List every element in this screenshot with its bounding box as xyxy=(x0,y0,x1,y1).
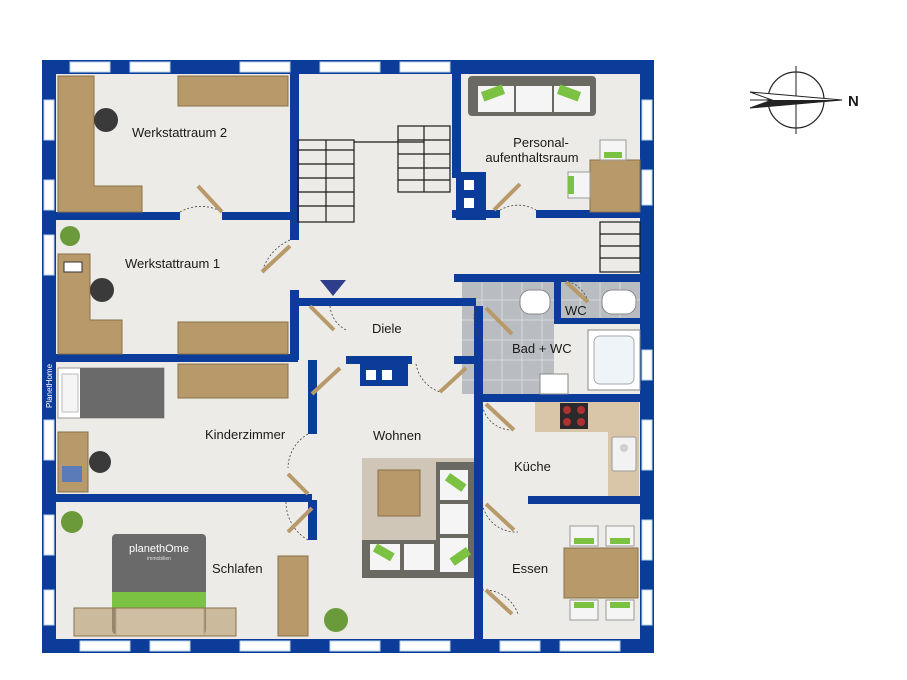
room-labels: Werkstattraum 2 Werkstattraum 1 Personal… xyxy=(125,125,587,576)
washbasin-icon xyxy=(539,373,569,395)
toilet-icon xyxy=(519,289,551,315)
bathroom-fixtures xyxy=(519,289,641,395)
windows xyxy=(43,61,653,652)
workshop-1-furniture xyxy=(57,226,289,355)
compass-icon xyxy=(749,66,843,134)
kids-room-furniture xyxy=(57,363,289,493)
label-personal-line1: Personal- xyxy=(513,135,569,150)
brand-side-text: PlanetHome xyxy=(45,363,54,408)
doors xyxy=(179,182,590,616)
label-schlafen: Schlafen xyxy=(212,561,263,576)
label-werkstattraum-1: Werkstattraum 1 xyxy=(125,256,220,271)
planethome-logo: planethOme immobilien xyxy=(129,543,189,562)
logo-subtext: immobilien xyxy=(147,556,171,562)
dining-furniture xyxy=(563,525,639,621)
plant-icon xyxy=(324,608,348,632)
label-kueche: Küche xyxy=(514,459,551,474)
office-chair-icon xyxy=(89,451,111,473)
chimney-openings xyxy=(366,180,474,380)
label-bad-wc: Bad + WC xyxy=(512,341,572,356)
staff-room-furniture xyxy=(468,76,641,213)
toilet-icon xyxy=(601,289,637,315)
label-wohnen: Wohnen xyxy=(373,428,421,443)
plant-icon xyxy=(61,511,83,533)
workshop-2-furniture xyxy=(57,75,289,213)
office-chair-icon xyxy=(90,278,114,302)
kitchen-counter xyxy=(535,400,639,496)
label-essen: Essen xyxy=(512,561,548,576)
label-kinderzimmer: Kinderzimmer xyxy=(205,427,286,442)
office-chair-icon xyxy=(94,108,118,132)
entrance-arrow-icon xyxy=(320,280,346,296)
plant-icon xyxy=(60,226,80,246)
sink-icon xyxy=(611,436,637,472)
label-wc: WC xyxy=(565,303,587,318)
staircase xyxy=(297,125,641,273)
living-room-furniture xyxy=(324,458,474,632)
logo-text: planethOme xyxy=(129,543,189,555)
stove-icon xyxy=(560,403,588,429)
label-personal-line2: aufenthaltsraum xyxy=(485,150,578,165)
compass-north-label: N xyxy=(848,93,859,110)
label-diele: Diele xyxy=(372,321,402,336)
monitor-icon xyxy=(63,261,83,273)
label-werkstattraum-2: Werkstattraum 2 xyxy=(132,125,227,140)
laptop-icon xyxy=(62,466,82,482)
bedroom-furniture xyxy=(61,511,309,637)
